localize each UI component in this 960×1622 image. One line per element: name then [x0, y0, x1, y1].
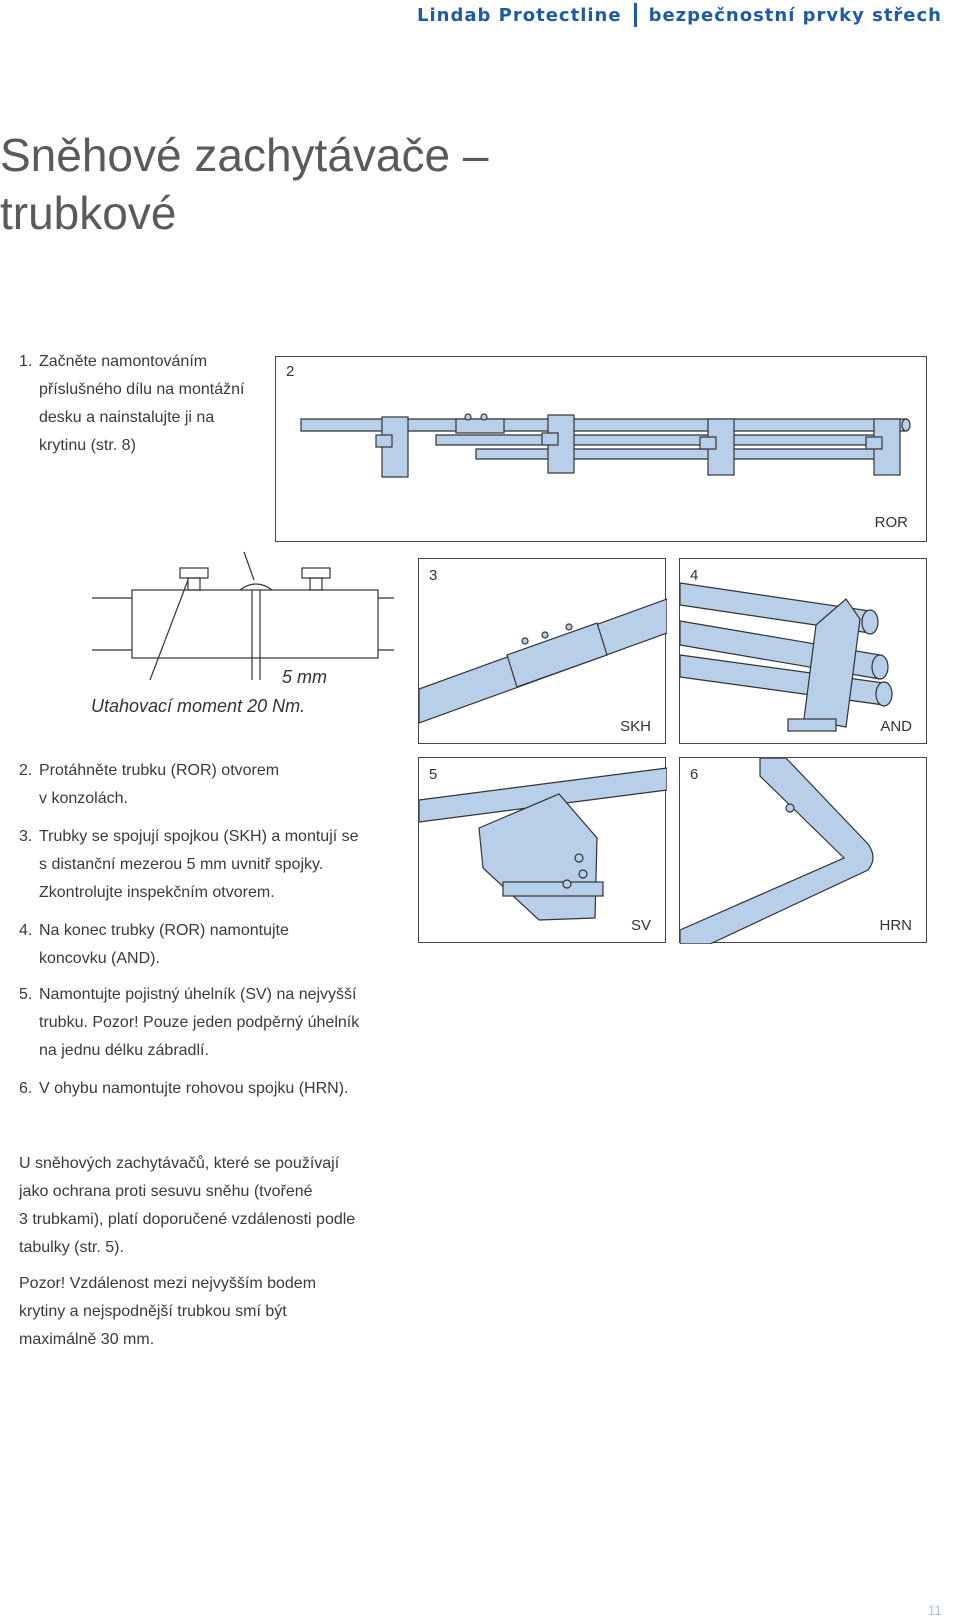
hrn-corner-illustration [680, 758, 874, 944]
step-4-number: 4. [19, 922, 33, 939]
note2-line-2: krytiny a nejspodnější trubkou smí být [19, 1303, 287, 1320]
step-3-line-2: s distanční mezerou 5 mm uvnitř spojky. [39, 856, 324, 873]
step-3-number: 3. [19, 828, 33, 845]
note-warning: Pozor! Vzdálenost mezi nejvyšším bodem k… [19, 1270, 439, 1354]
step-5-line-2: trubku. Pozor! Pouze jeden podpěrný úhel… [39, 1014, 360, 1031]
step-1-line-2: příslušného dílu na montážní [39, 381, 245, 398]
step-3-line-1: Trubky se spojují spojkou (SKH) a montuj… [39, 828, 359, 845]
coupling-section-svg [92, 551, 394, 686]
panel-6-code: HRN [879, 917, 913, 934]
panel-5-code: SV [630, 917, 651, 934]
step-2-line-2: v konzolách. [39, 790, 128, 807]
step-1-number: 1. [19, 353, 33, 370]
header-separator [633, 3, 637, 27]
panel-sv: 5 SV [418, 757, 667, 943]
gap-dimension: 5 mm [282, 667, 327, 687]
steps-5-6: 5. Namontujte pojistný úhelník (SV) na ne… [19, 981, 419, 1103]
title-line-1: Sněhové zachytávače – [0, 129, 489, 181]
step-5-number: 5. [19, 986, 33, 1003]
note2-line-3: maximálně 30 mm. [19, 1331, 155, 1348]
panel-and: 4 AND [679, 558, 927, 744]
note1-line-2: jako ochrana proti sesuvu sněhu (tvořené [19, 1183, 313, 1200]
step-1: 1. Začněte namontováním příslušného dílu … [19, 348, 269, 460]
step-5-line-1: Namontujte pojistný úhelník (SV) na nejv… [39, 986, 357, 1003]
ror-pipe-illustration [300, 413, 911, 478]
panel-ror: 2 ROR [275, 356, 927, 542]
step-4-line-1: Na konec trubky (ROR) namontujte [39, 922, 289, 939]
step-6-number: 6. [19, 1080, 33, 1097]
skh-coupling-illustration [419, 598, 667, 724]
title-line-2: trubkové [0, 187, 177, 239]
panel-2-number: 2 [286, 363, 295, 380]
panel-5-number: 5 [429, 766, 438, 783]
note1-line-1: U sněhových zachytávačů, které se použív… [19, 1155, 340, 1172]
note2-line-1: Pozor! Vzdálenost mezi nejvyšším bodem [19, 1275, 317, 1292]
header-section: bezpečnostní prvky střech [648, 4, 942, 26]
page-title: Sněhové zachytávače – trubkové [0, 126, 600, 242]
step-1-line-1: Začněte namontováním [39, 353, 208, 370]
step-4-line-2: koncovku (AND). [39, 950, 160, 967]
note1-line-3: 3 trubkami), platí doporučené vzdálenost… [19, 1211, 356, 1228]
step-2-number: 2. [19, 762, 33, 779]
step-4: 4. Na konec trubky (ROR) namontujte konco… [19, 917, 409, 973]
and-endcap-illustration [680, 582, 893, 732]
step-2-line-1: Protáhněte trubku (ROR) otvorem [39, 762, 280, 779]
step-3-line-3: Zkontrolujte inspekčním otvorem. [39, 884, 275, 901]
page-header: Lindab Protectline bezpečnostní prvky st… [417, 3, 942, 27]
coupling-detail-drawing [90, 550, 410, 686]
panel-skh: 3 SKH [418, 558, 667, 744]
step-5: 5. Namontujte pojistný úhelník (SV) na ne… [19, 981, 419, 1065]
step-6-line-1: V ohybu namontujte rohovou spojku (HRN). [39, 1080, 349, 1097]
note-spacing: U sněhových zachytávačů, které se použív… [19, 1150, 439, 1262]
sv-bracket-illustration [419, 767, 667, 921]
panel-3-number: 3 [429, 567, 438, 584]
step-1-line-3: desku a nainstalujte ji na [39, 409, 215, 426]
step-6: 6. V ohybu namontujte rohovou spojku (HRN… [19, 1075, 419, 1103]
panel-4-number: 4 [690, 567, 699, 584]
panel-6-number: 6 [690, 766, 699, 783]
step-2: 2. Protáhněte trubku (ROR) otvorem v konz… [19, 757, 409, 813]
step-1-line-4: krytinu (str. 8) [39, 437, 136, 454]
step-3: 3. Trubky se spojují spojkou (SKH) a mont… [19, 823, 409, 907]
header-brand: Lindab Protectline [417, 4, 622, 26]
steps-2-4: 2. Protáhněte trubku (ROR) otvorem v konz… [19, 757, 409, 973]
step-5-line-3: na jednu délku zábradlí. [39, 1042, 209, 1059]
panel-4-code: AND [880, 718, 912, 735]
panel-3-code: SKH [620, 718, 651, 735]
panel-hrn: 6 HRN [679, 757, 927, 944]
note1-line-4: tabulky (str. 5). [19, 1239, 124, 1256]
page-number: 11 [927, 1602, 942, 1618]
panel-2-code: ROR [874, 514, 908, 531]
torque-caption: Utahovací moment 20 Nm. [91, 696, 306, 716]
